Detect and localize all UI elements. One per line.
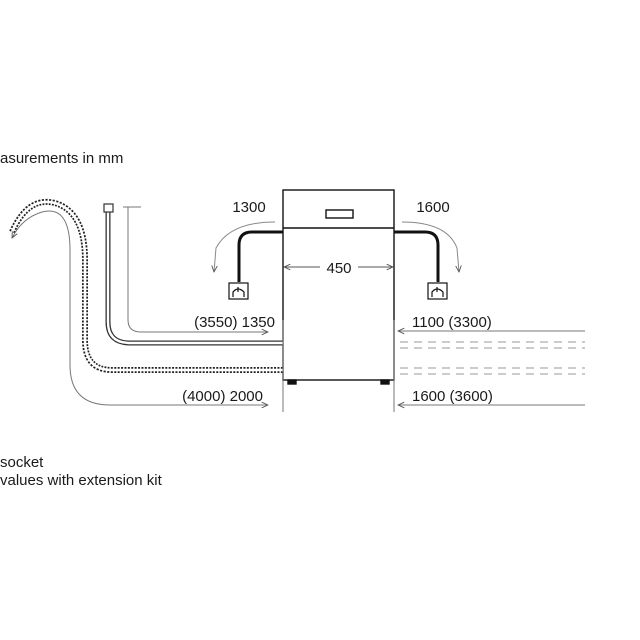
left-supply-length: (3550) 1350 [194, 314, 275, 331]
heading-measurements: asurements in mm [0, 150, 123, 167]
socket-icon-right [427, 282, 448, 300]
right-dimension-lines [393, 320, 585, 412]
right-cable-length: 1600 [416, 199, 449, 216]
left-cable-length: 1300 [232, 199, 265, 216]
left-drain-length: (4000) 2000 [182, 388, 263, 405]
left-socket-cable [214, 221, 283, 282]
right-drain-length: 1600 (3600) [412, 388, 493, 405]
right-socket-cable [394, 221, 459, 282]
legend-extension-kit: values with extension kit [0, 472, 163, 489]
right-supply-length: 1100 (3300) [412, 314, 492, 331]
dishwasher-outline [282, 189, 395, 385]
legend-socket: socket [0, 454, 44, 471]
socket-icon-left [228, 282, 249, 300]
inlet-hose [103, 203, 283, 346]
right-dashed-hoses [400, 341, 585, 375]
drain-hose [9, 198, 283, 405]
width-label: 450 [326, 260, 351, 277]
